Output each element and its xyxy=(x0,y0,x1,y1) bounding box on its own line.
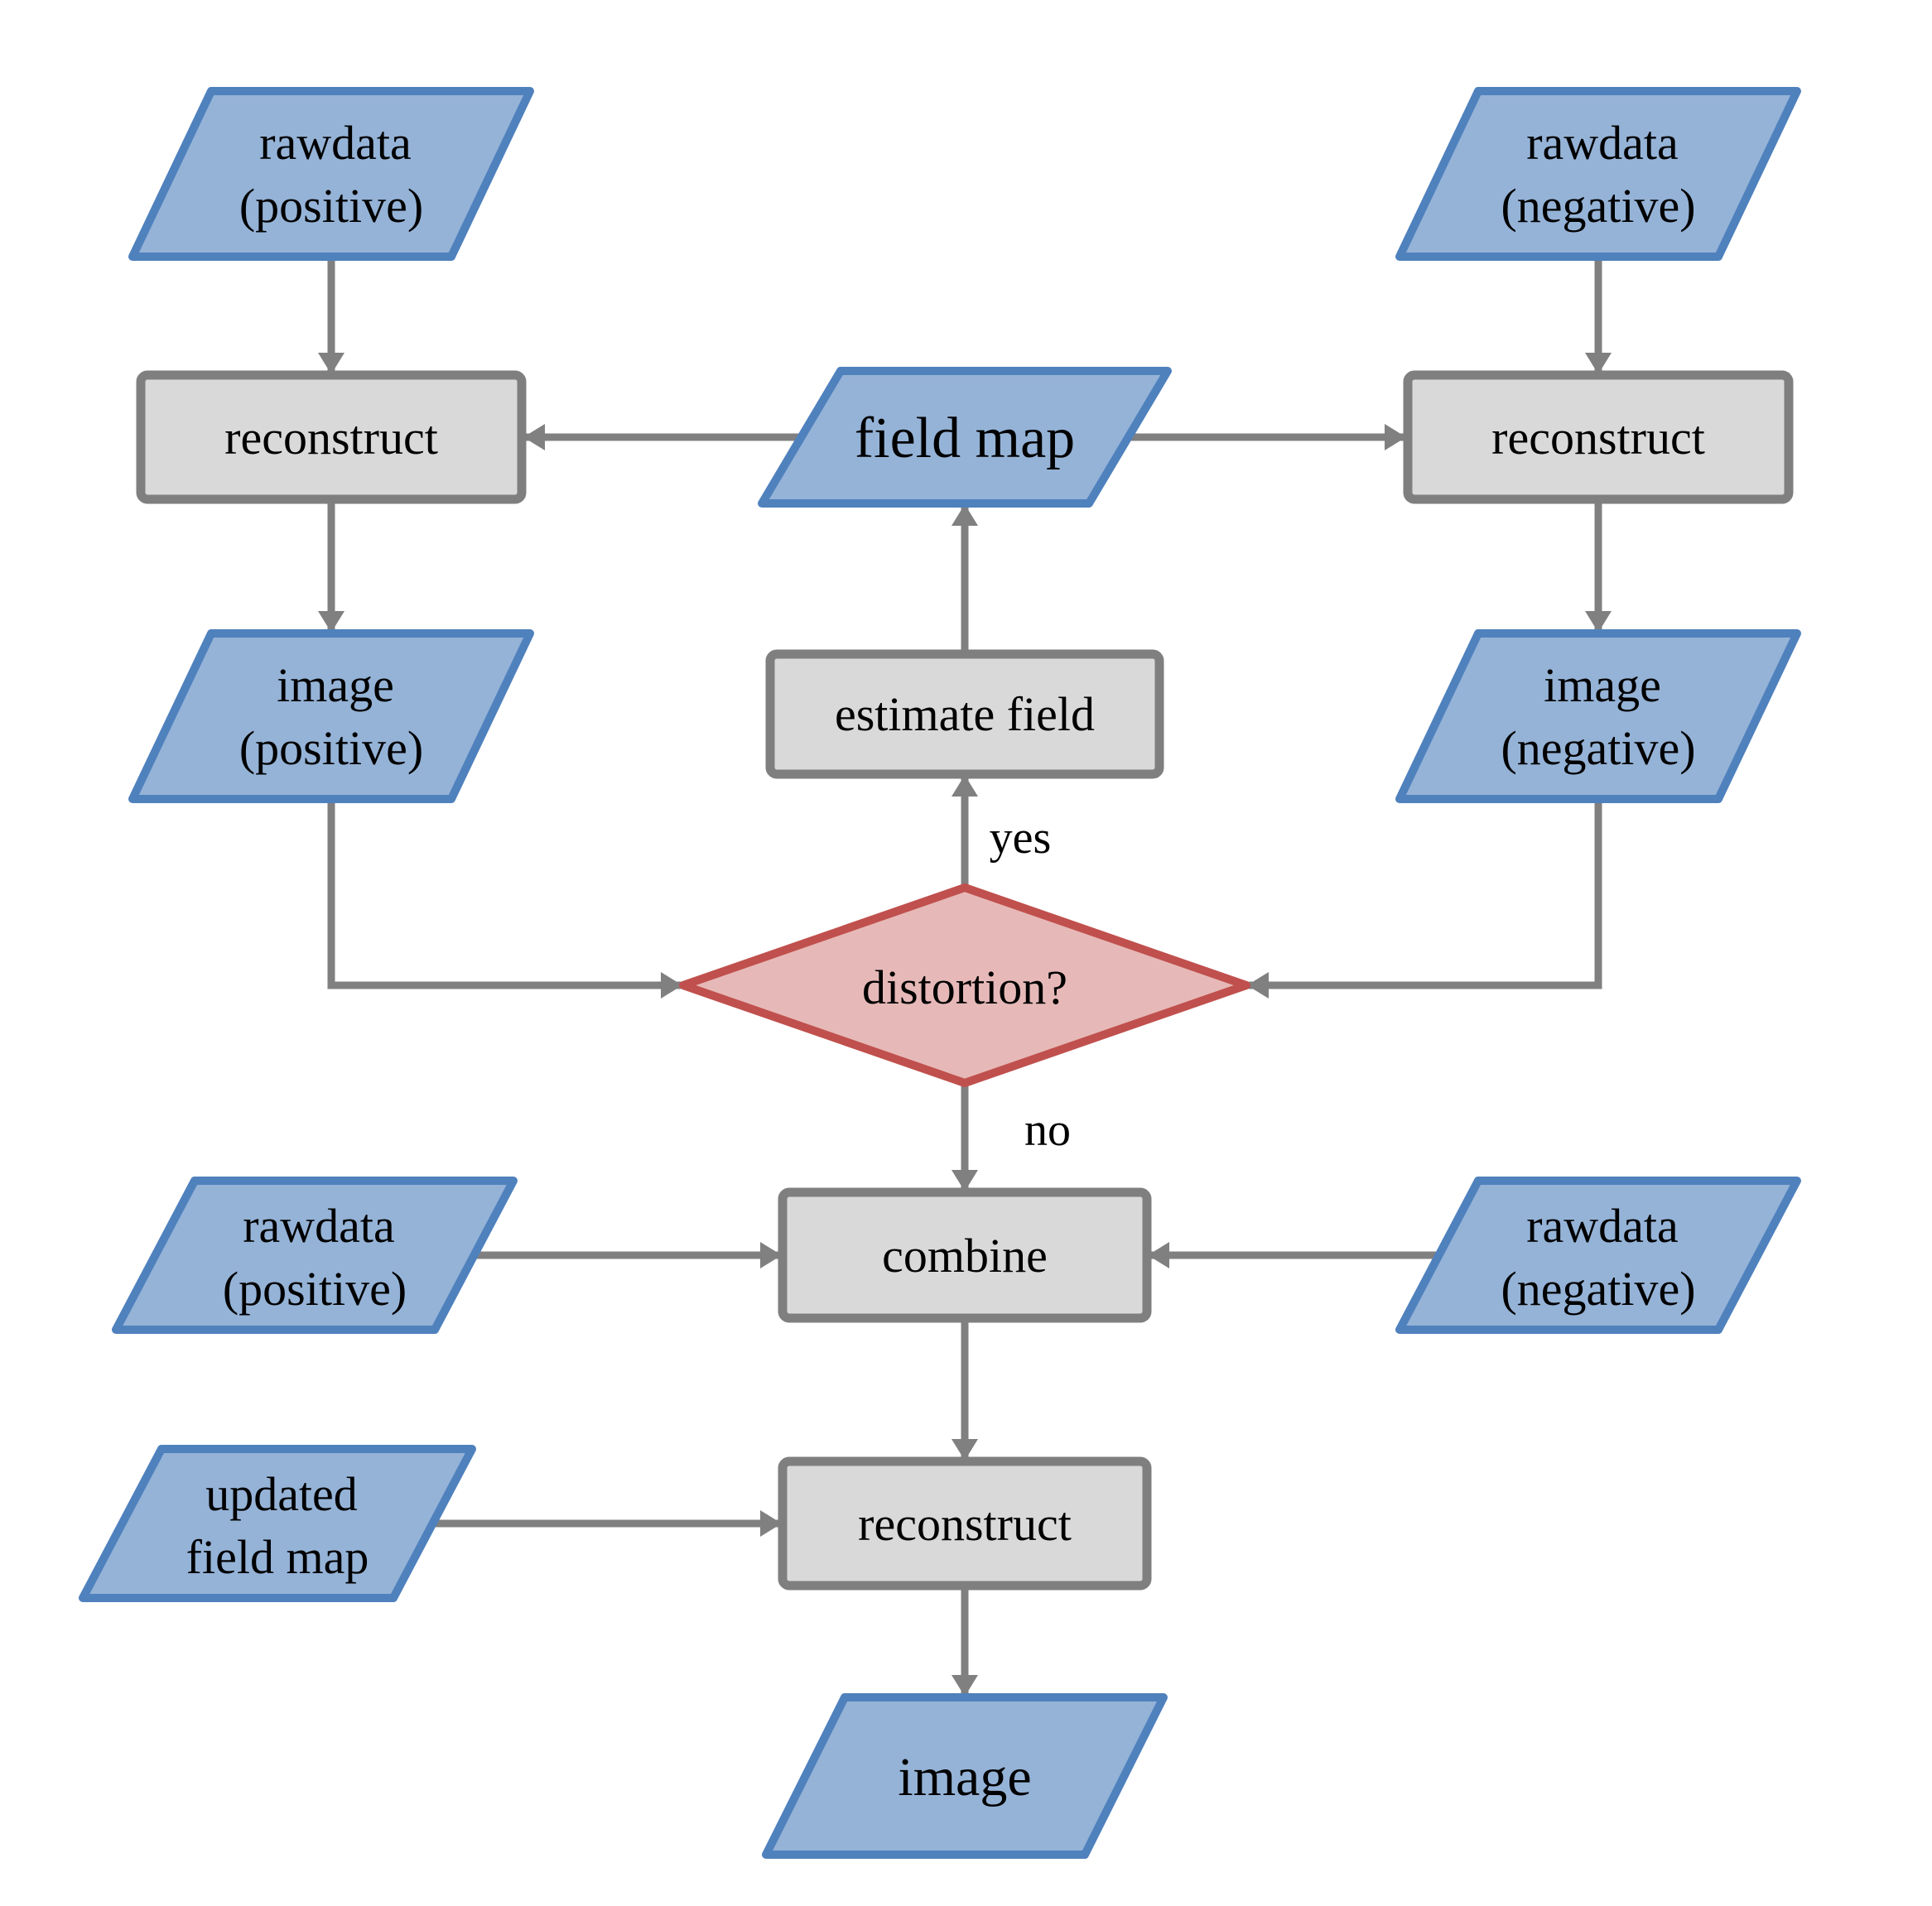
edge-label-yes: yes xyxy=(990,812,1052,864)
parallelogram-shape xyxy=(1395,87,1801,261)
arrow-image-negative-to-distortion xyxy=(1247,799,1602,999)
process-box-shape xyxy=(778,1456,1152,1591)
node-label: rawdata xyxy=(243,1199,395,1253)
node-combine: combine xyxy=(778,1187,1152,1323)
node-reconstruct-bottom: reconstruct xyxy=(778,1456,1152,1591)
node-label: reconstruct xyxy=(1491,411,1705,464)
node-estimate-field: estimate field xyxy=(765,649,1164,779)
node-label: field map xyxy=(855,407,1075,470)
node-rawdata-positive-top: rawdata (positive) xyxy=(128,87,534,261)
node-image-positive: image (positive) xyxy=(128,629,534,803)
node-updated-field-map: updated field map xyxy=(79,1445,476,1602)
process-box-shape xyxy=(778,1187,1152,1323)
node-field-map: field map xyxy=(758,367,1172,508)
node-label: combine xyxy=(882,1229,1048,1283)
node-label: rawdata xyxy=(1526,1199,1679,1253)
node-label: distortion? xyxy=(862,960,1067,1014)
node-label: image xyxy=(898,1747,1031,1807)
node-label: rawdata xyxy=(259,116,412,170)
node-label: (positive) xyxy=(239,721,423,775)
node-label: field map xyxy=(186,1530,369,1584)
parallelogram-shape xyxy=(128,87,534,261)
node-label: image xyxy=(1544,658,1661,712)
parallelogram-shape xyxy=(112,1177,518,1334)
node-label: (positive) xyxy=(239,179,423,233)
node-label: reconstruct xyxy=(224,411,438,464)
node-label: updated xyxy=(205,1467,358,1521)
parallelogram-shape xyxy=(79,1445,476,1602)
process-box-shape xyxy=(765,649,1164,779)
parallelogram-shape xyxy=(1395,629,1801,803)
process-box-shape xyxy=(1403,370,1794,504)
node-label: (positive) xyxy=(223,1262,407,1316)
node-label: reconstruct xyxy=(858,1497,1072,1551)
node-label: image xyxy=(277,658,394,712)
node-reconstruct-right: reconstruct xyxy=(1403,370,1794,504)
process-box-shape xyxy=(136,370,527,504)
parallelogram-shape xyxy=(128,629,534,803)
node-rawdata-negative-top: rawdata (negative) xyxy=(1395,87,1801,261)
node-image-negative: image (negative) xyxy=(1395,629,1801,803)
diamond-shape xyxy=(679,883,1250,1087)
node-distortion-decision: distortion? xyxy=(679,883,1250,1087)
parallelogram-shape xyxy=(762,1693,1168,1859)
node-image-final: image xyxy=(762,1693,1168,1859)
node-label: (negative) xyxy=(1501,179,1695,233)
node-rawdata-positive-mid: rawdata (positive) xyxy=(112,1177,518,1334)
node-label: estimate field xyxy=(835,687,1095,741)
edge-label-no: no xyxy=(1024,1105,1071,1156)
arrow-image-positive-to-distortion xyxy=(327,799,682,999)
parallelogram-shape xyxy=(1395,1177,1801,1334)
parallelogram-shape xyxy=(758,367,1172,508)
node-rawdata-negative-mid: rawdata (negative) xyxy=(1395,1177,1801,1334)
node-reconstruct-left: reconstruct xyxy=(136,370,527,504)
node-label: rawdata xyxy=(1526,116,1679,170)
node-label: (negative) xyxy=(1501,1262,1695,1316)
node-label: (negative) xyxy=(1501,721,1695,775)
